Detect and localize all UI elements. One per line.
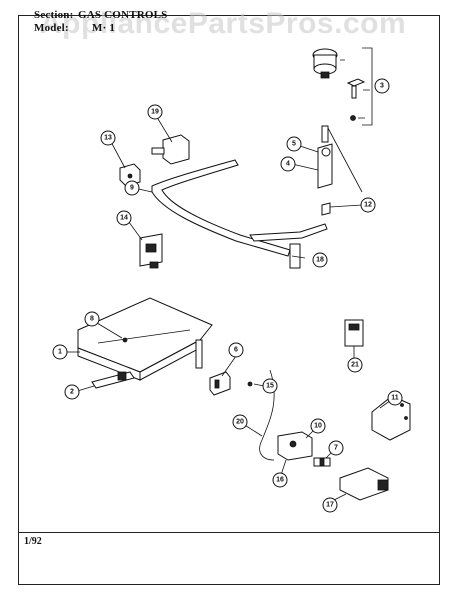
svg-text:5: 5 (292, 141, 296, 148)
callout-18: 18 (312, 252, 328, 268)
svg-text:21: 21 (351, 362, 359, 369)
part-10-valve-body (277, 431, 313, 461)
svg-text:9: 9 (130, 185, 134, 192)
part-6-15-switch (209, 371, 253, 396)
part-20-thermocouple (259, 369, 275, 461)
callout-10: 10 (310, 418, 326, 434)
part-3-valve-assembly (312, 47, 373, 126)
callout-6: 6 (228, 342, 244, 358)
svg-text:2: 2 (70, 389, 74, 396)
callout-16: 16 (272, 472, 288, 488)
callout-5: 5 (286, 136, 302, 152)
callout-7: 7 (328, 440, 344, 456)
callout-12: 12 (360, 197, 376, 213)
part-1-burner-pan (77, 297, 213, 381)
part-13-19-valve (119, 134, 190, 187)
part-21-sensor (344, 319, 364, 347)
svg-text:17: 17 (326, 502, 334, 509)
part-2-igniter (91, 371, 135, 389)
callout-14: 14 (116, 210, 132, 226)
svg-text:16: 16 (276, 477, 284, 484)
callout-20: 20 (232, 414, 248, 430)
callout-19: 19 (147, 104, 163, 120)
svg-text:13: 13 (104, 135, 112, 142)
part-9-manifold-pipe (151, 159, 328, 269)
svg-text:10: 10 (314, 423, 322, 430)
callout-13: 13 (100, 130, 116, 146)
svg-text:6: 6 (234, 347, 238, 354)
svg-text:14: 14 (120, 215, 128, 222)
callout-21: 21 (347, 357, 363, 373)
model-label: Model: (34, 22, 69, 34)
callout-17: 17 (322, 497, 338, 513)
section-title: GAS CONTROLS (78, 9, 168, 21)
part-14-bracket (139, 233, 163, 269)
part-7-fitting (313, 457, 331, 467)
svg-text:15: 15 (266, 383, 274, 390)
callout-3: 3 (374, 78, 390, 94)
footer-date: 1/92 (24, 536, 42, 547)
svg-text:4: 4 (286, 161, 290, 168)
part-4-5-12-bracket (317, 125, 363, 216)
callout-11: 11 (387, 390, 403, 406)
svg-text:19: 19 (151, 109, 159, 116)
callout-2: 2 (64, 384, 80, 400)
svg-text:12: 12 (364, 202, 372, 209)
footer-rule (18, 532, 440, 533)
svg-text:3: 3 (380, 83, 384, 90)
model-value: M· 1 (92, 22, 116, 34)
callout-4: 4 (280, 156, 296, 172)
callout-1: 1 (52, 344, 68, 360)
callout-15: 15 (262, 378, 278, 394)
svg-text:20: 20 (236, 419, 244, 426)
svg-text:18: 18 (316, 257, 324, 264)
section-label: Section: (34, 9, 74, 21)
callout-9: 9 (124, 180, 140, 196)
part-17-regulator (339, 467, 389, 501)
svg-text:1: 1 (58, 349, 62, 356)
diagram-frame (18, 15, 440, 585)
svg-text:8: 8 (90, 316, 94, 323)
callout-8: 8 (84, 311, 100, 327)
svg-text:7: 7 (334, 445, 338, 452)
svg-text:11: 11 (391, 395, 399, 402)
